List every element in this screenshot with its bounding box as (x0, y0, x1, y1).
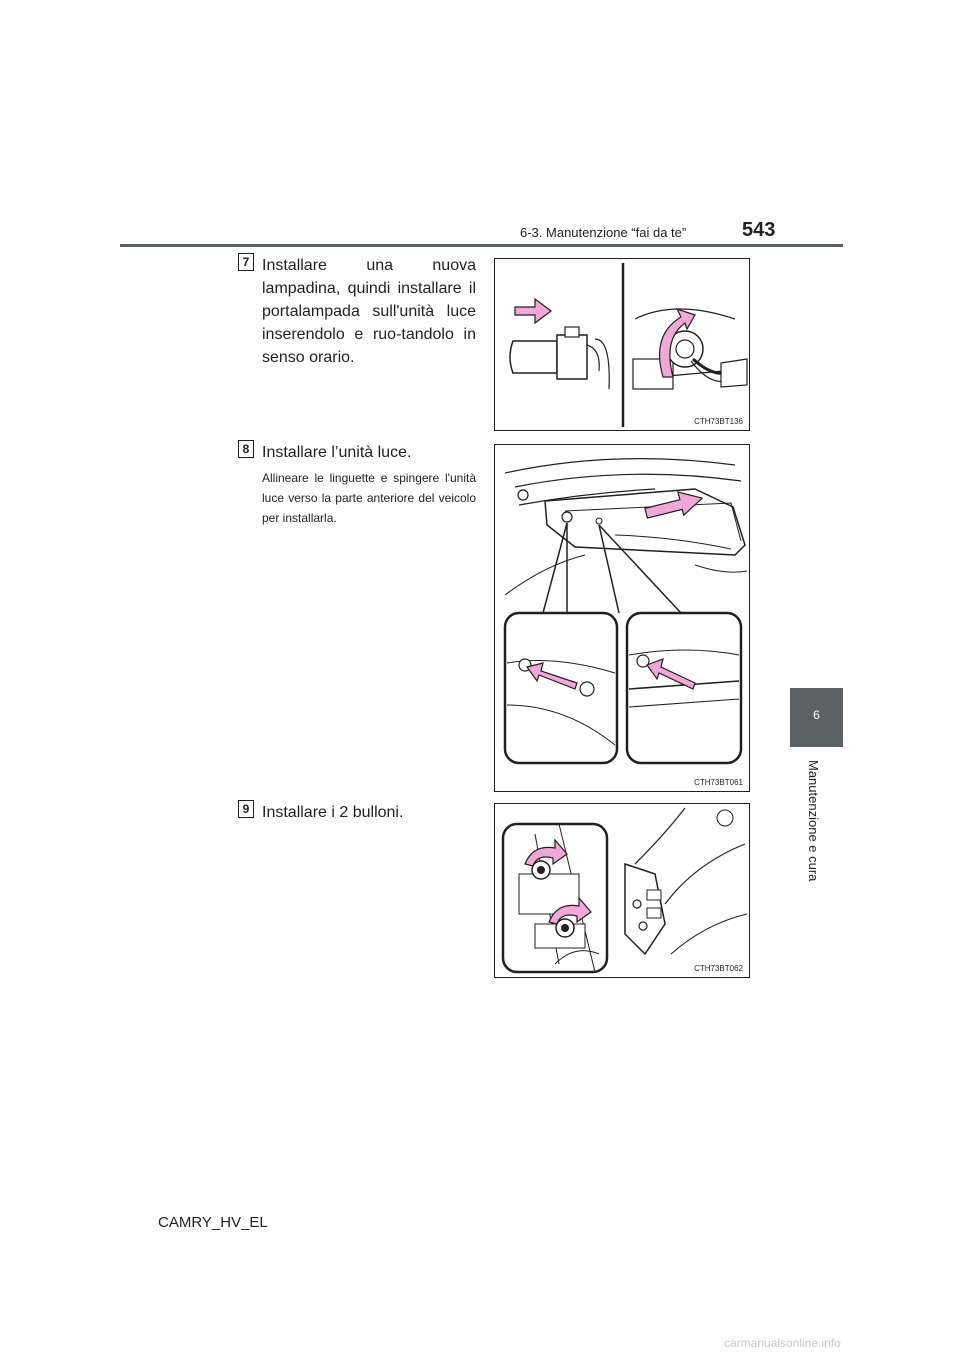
figure-code: CTH73BT061 (694, 778, 743, 787)
page-number: 543 (742, 219, 776, 241)
rotate-clockwise-icon (548, 896, 592, 925)
rotate-arrow-icon (659, 307, 696, 378)
step-instruction: Installare i 2 bulloni. (262, 804, 404, 821)
step-note: Allineare le linguette e spingere l'unit… (262, 471, 476, 525)
figure-bulb-install: CTH73BT136 (494, 258, 750, 431)
push-arrow-icon (644, 491, 704, 519)
chapter-tab: 6 (790, 688, 843, 747)
model-code: CAMRY_HV_EL (158, 1214, 268, 1231)
header-divider (120, 244, 843, 247)
chapter-number: 6 (813, 708, 820, 722)
step-instruction: Installare una nuova lampadina, quindi i… (262, 257, 476, 366)
figure-bolt-install: CTH73BT062 (494, 803, 750, 978)
figure-light-unit-install: CTH73BT061 (494, 444, 750, 792)
light-unit-illustration (503, 458, 748, 765)
slide-arrow-icon (525, 662, 578, 690)
bolt-install-illustration (501, 807, 748, 974)
figure-code: CTH73BT136 (694, 417, 743, 426)
rotate-clockwise-icon (524, 838, 568, 867)
bulb-install-illustration (509, 263, 748, 427)
step-number-badge: 8 (238, 440, 254, 458)
step-number-badge: 7 (238, 253, 254, 271)
step-number-badge: 9 (238, 800, 254, 818)
section-title: 6-3. Manutenzione “fai da te” (520, 225, 687, 240)
chapter-label: Manutenzione e cura (806, 760, 821, 882)
watermark: carmanualsonline.info (724, 1336, 841, 1350)
push-arrow-icon (514, 297, 552, 325)
figure-code: CTH73BT062 (694, 964, 743, 973)
step-instruction: Installare l’unità luce. (262, 444, 412, 461)
slide-arrow-icon (646, 658, 696, 690)
